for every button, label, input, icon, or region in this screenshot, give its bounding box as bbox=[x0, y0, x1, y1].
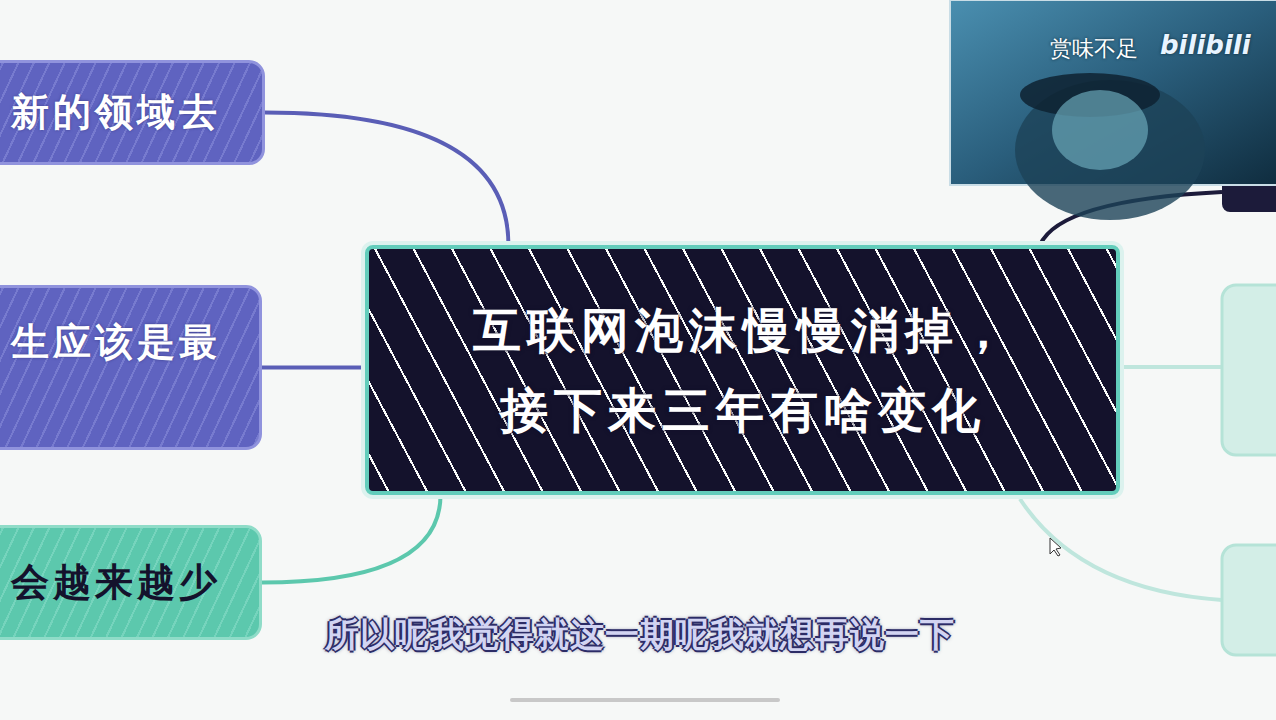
branch-connector bbox=[265, 113, 508, 246]
scrollbar bbox=[510, 698, 780, 702]
node-text: 会越来越少 bbox=[11, 560, 221, 606]
branch-connector bbox=[262, 366, 365, 370]
node-text: 生应该是最 bbox=[11, 320, 221, 366]
branch-line bbox=[1020, 499, 1222, 600]
webcam-figure bbox=[1052, 90, 1148, 170]
branch-line bbox=[1124, 365, 1222, 369]
branch-connector bbox=[262, 495, 441, 583]
central-topic: 互联网泡沫慢慢消掉， 接下来三年有啥变化 bbox=[365, 245, 1120, 495]
branch-box: 会越来越少 bbox=[0, 525, 262, 640]
branch-box: 新的领域去 bbox=[0, 60, 265, 165]
node-text: 新的领域去 bbox=[11, 90, 221, 136]
cut-node bbox=[1222, 545, 1276, 655]
webcam-caption: 赏味不足 bbox=[1050, 34, 1138, 64]
mouse-cursor bbox=[1050, 538, 1061, 556]
node-text: 互联网泡沫慢慢消掉， 接下来三年有啥变化 bbox=[467, 290, 1019, 450]
subtitle: 所以呢我觉得就这一期呢我就想再说一下 bbox=[325, 612, 955, 658]
cut-node bbox=[1222, 285, 1276, 455]
branch-box: 生应该是最 bbox=[0, 285, 262, 450]
webcam-frame bbox=[950, 0, 1276, 185]
watermark: bilibili bbox=[1160, 30, 1251, 60]
